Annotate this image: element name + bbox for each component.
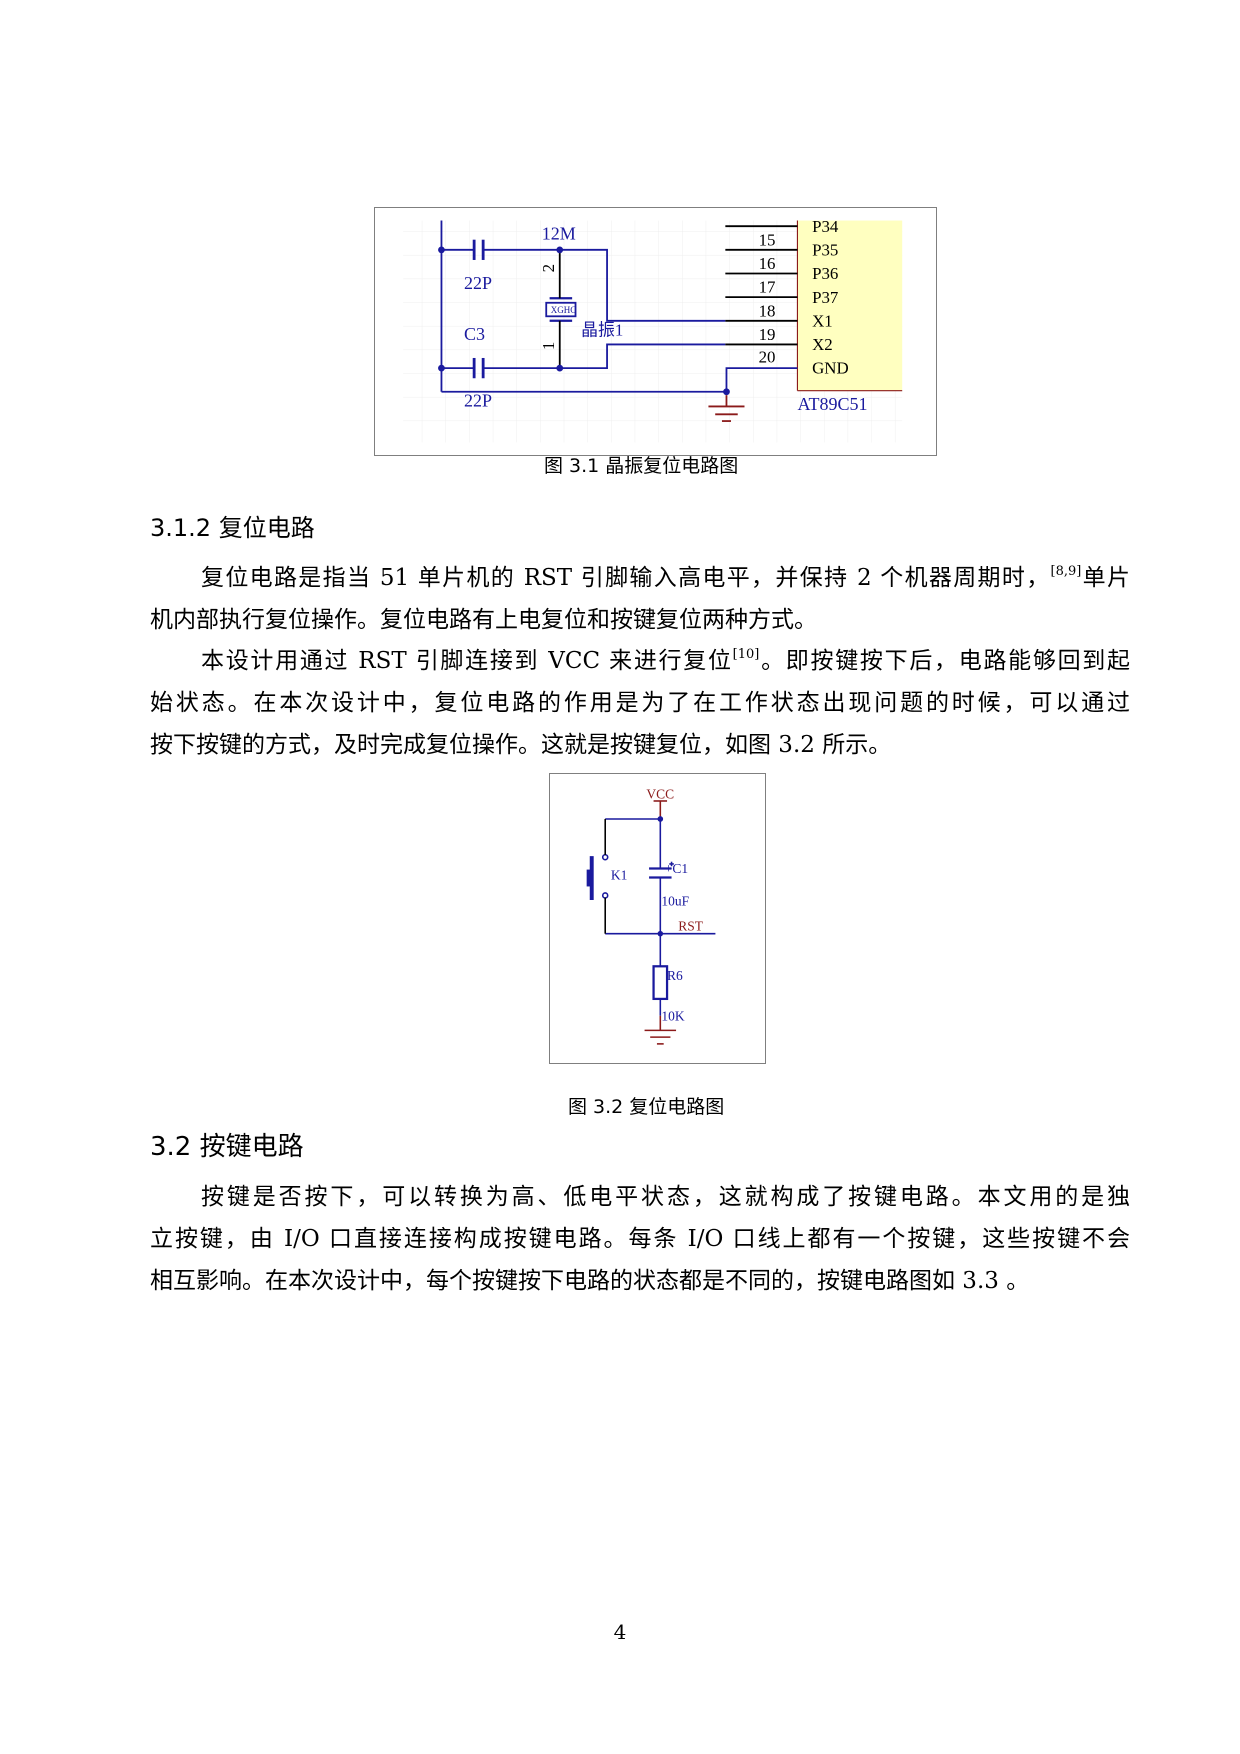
crystal-icon xyxy=(545,301,577,318)
text: 。即按键按下后，电路能够回到起 xyxy=(759,648,1131,674)
resistor-icon xyxy=(652,965,669,1001)
label-k1: K1 xyxy=(611,868,627,883)
pin-number: 20 xyxy=(759,347,776,366)
figure-crystal-circuit: 12M 22P C3 22P 晶振1 XGHC AT89C51 2 1 15 1… xyxy=(374,207,937,456)
page-number: 4 xyxy=(613,1620,627,1644)
label-r6: R6 xyxy=(667,968,683,983)
para2-line2: 始状态。在本次设计中，复位电路的作用是为了在工作状态出现问题的时候，可以通过 xyxy=(150,690,1130,716)
text: 复位电路是指当 51 单片机的 RST 引脚输入高电平，并保持 2 个机器周期时… xyxy=(201,565,1051,591)
section-heading-3-2: 3.2 按键电路 xyxy=(150,1132,304,1162)
label-c3: C3 xyxy=(464,324,485,344)
citation: [8,9] xyxy=(1050,564,1082,579)
label-pin2: 2 xyxy=(539,264,558,272)
label-xghc: XGHC xyxy=(551,305,577,315)
para2-line1: 本设计用通过 RST 引脚连接到 VCC 来进行复位[10]。即按键按下后，电路… xyxy=(201,646,1130,676)
label-pin1: 1 xyxy=(539,342,558,350)
ground-icon xyxy=(708,395,745,422)
figure2-caption: 图 3.2 复位电路图 xyxy=(568,1096,725,1118)
para2-line3: 按下按键的方式，及时完成复位操作。这就是按键复位，如图 3.2 所示。 xyxy=(150,732,892,758)
pin-name: P37 xyxy=(812,288,838,307)
label-vcc: VCC xyxy=(646,787,674,802)
reset-schematic: VCC K1 +C1 10uF RST R6 10K xyxy=(586,787,716,1045)
pin-number: 17 xyxy=(759,278,776,297)
para3-line2: 立按键，由 I/O 口直接连接构成按键电路。每条 I/O 口线上都有一个按键，这… xyxy=(150,1226,1130,1252)
pin-name: P34 xyxy=(812,217,839,236)
ground-icon xyxy=(644,1015,677,1045)
label-c1: +C1 xyxy=(665,861,688,876)
pin-number: 15 xyxy=(759,230,776,249)
pin-name: P35 xyxy=(812,240,838,259)
label-12m: 12M xyxy=(542,224,576,244)
section-heading-3-1-2: 3.1.2 复位电路 xyxy=(150,514,315,542)
citation: [10] xyxy=(732,647,760,662)
pin-name: X1 xyxy=(812,311,833,330)
label-crystal: 晶振1 xyxy=(581,320,623,339)
pin-name: GND xyxy=(812,359,849,378)
label-10k: 10K xyxy=(661,1008,684,1023)
text: 单片 xyxy=(1081,565,1131,591)
pin-name: X2 xyxy=(812,335,833,354)
pin-name: P36 xyxy=(812,264,838,283)
figure-reset-circuit: VCC K1 +C1 10uF RST R6 10K xyxy=(549,773,766,1064)
pin-number: 19 xyxy=(759,325,776,344)
pin-number: 18 xyxy=(759,301,776,320)
figure1-caption: 图 3.1 晶振复位电路图 xyxy=(544,455,739,477)
crystal-schematic: 12M 22P C3 22P 晶振1 XGHC AT89C51 2 1 15 1… xyxy=(403,217,903,443)
chip-body xyxy=(797,220,903,391)
label-22p-bottom: 22P xyxy=(464,390,492,410)
text: 本设计用通过 RST 引脚连接到 VCC 来进行复位 xyxy=(201,648,733,674)
label-chip: AT89C51 xyxy=(797,394,867,414)
para1-line2: 机内部执行复位操作。复位电路有上电复位和按键复位两种方式。 xyxy=(150,607,817,633)
para3-line1: 按键是否按下，可以转换为高、低电平状态，这就构成了按键电路。本文用的是独 xyxy=(201,1184,1130,1210)
label-10uf: 10uF xyxy=(661,894,689,909)
label-rst: RST xyxy=(678,918,703,933)
label-22p-top: 22P xyxy=(464,273,492,293)
para3-line3: 相互影响。在本次设计中，每个按键按下电路的状态都是不同的，按键电路图如 3.3 … xyxy=(150,1268,1030,1294)
pin-number: 16 xyxy=(759,254,776,273)
para1-line1: 复位电路是指当 51 单片机的 RST 引脚输入高电平，并保持 2 个机器周期时… xyxy=(201,563,1130,593)
